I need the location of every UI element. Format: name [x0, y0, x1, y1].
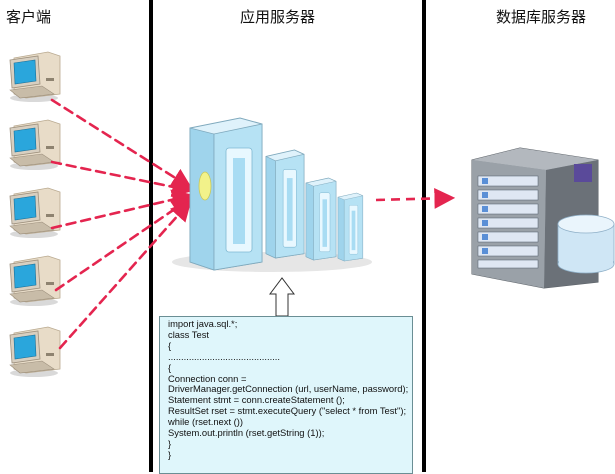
server-tower-2 — [265, 149, 305, 259]
connection-arrow-client-4 — [54, 197, 193, 292]
client-computer-5 — [9, 326, 61, 378]
client-column-title: 客户端 — [6, 8, 52, 26]
code-line: class Test — [168, 328, 209, 340]
code-line: ........................................… — [168, 350, 281, 362]
server-tower-4 — [337, 192, 364, 262]
code-line: { — [168, 361, 172, 373]
client-computer-1 — [9, 51, 61, 103]
client-computer-3 — [9, 187, 61, 239]
code-line: import java.sql.*; — [168, 318, 238, 329]
code-line: } — [168, 448, 172, 460]
code-line: Connection conn = — [168, 372, 247, 384]
code-line: DriverManager.getConnection (url, userNa… — [168, 383, 409, 395]
code-line: System.out.println (rset.getString (1)); — [168, 427, 325, 439]
code-to-server-arrow — [269, 277, 295, 317]
client-computer-4 — [9, 255, 61, 307]
connection-arrow-client-2 — [50, 160, 194, 198]
code-box: import java.sql.*;class Test{...........… — [159, 316, 413, 474]
code-line: { — [168, 339, 172, 351]
connection-arrow-client-5 — [58, 200, 192, 350]
app-server-cluster — [172, 117, 372, 272]
connection-arrow-client-3 — [50, 189, 194, 230]
connection-arrow-client-1 — [50, 98, 193, 189]
divider-line-right — [422, 0, 426, 472]
code-line: Statement stmt = conn.createStatement ()… — [168, 394, 345, 406]
app-server-column-title: 应用服务器 — [240, 8, 316, 26]
server-tower-1 — [189, 117, 263, 271]
connection-arrow-app-to-db — [375, 188, 456, 209]
database-cylinder-icon — [557, 214, 615, 274]
code-line: ResultSet rset = stmt.executeQuery ("sel… — [168, 405, 407, 417]
db-server-column-title: 数据库服务器 — [496, 8, 587, 26]
code-line: } — [168, 437, 172, 449]
server-tower-3 — [305, 177, 337, 261]
code-line: while (rset.next ()) — [168, 416, 244, 428]
divider-line-left — [149, 0, 153, 472]
